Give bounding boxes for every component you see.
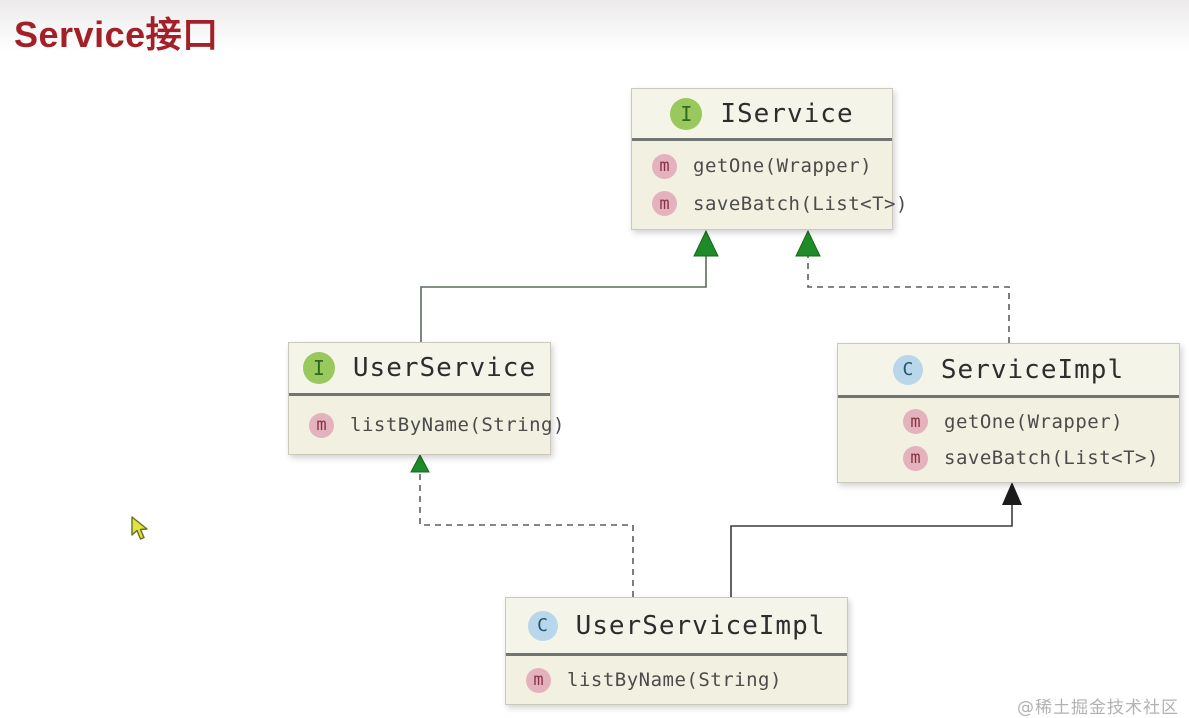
class-node-userservice-header[interactable]: I UserService (289, 343, 550, 396)
mouse-cursor-icon (129, 515, 151, 547)
class-icon: C (527, 610, 558, 641)
page-title: Service接口 (14, 14, 219, 55)
edge-userserviceimpl-extends-serviceimpl (730, 482, 1022, 597)
interface-icon: I (302, 352, 335, 384)
class-name: UserService (352, 353, 537, 383)
method-icon: m (652, 191, 677, 217)
method-icon: m (309, 412, 334, 438)
method-icon: m (903, 445, 928, 471)
method-icon: m (903, 409, 928, 435)
class-name: ServiceImpl (940, 354, 1125, 385)
method-signature: saveBatch(List<T>) (944, 447, 1159, 470)
method-row[interactable]: m saveBatch(List<T>) (632, 191, 907, 217)
title-band (0, 0, 1189, 52)
method-signature: saveBatch(List<T>) (693, 192, 908, 215)
class-node-iservice[interactable]: I IService m getOne(Wrapper) m saveBatch… (631, 88, 907, 230)
class-icon: C (892, 354, 923, 385)
class-node-iservice-header[interactable]: I IService (632, 89, 892, 141)
watermark: @稀土掘金技术社区 (1017, 698, 1179, 718)
method-row[interactable]: m getOne(Wrapper) (883, 409, 1179, 435)
edge-serviceimpl-implements-iservice (795, 229, 1010, 343)
class-node-userserviceimpl[interactable]: C UserServiceImpl m listByName(String) (505, 597, 848, 705)
class-node-serviceimpl[interactable]: C ServiceImpl m getOne(Wrapper) m saveBa… (837, 343, 1180, 483)
method-icon: m (526, 667, 551, 693)
method-signature: listByName(String) (350, 414, 565, 436)
class-name: UserServiceImpl (575, 610, 826, 641)
class-node-userserviceimpl-header[interactable]: C UserServiceImpl (506, 598, 847, 656)
method-row[interactable]: m listByName(String) (289, 412, 564, 438)
class-node-serviceimpl-header[interactable]: C ServiceImpl (838, 344, 1179, 398)
method-row[interactable]: m listByName(String) (506, 667, 847, 693)
method-signature: listByName(String) (567, 669, 782, 691)
method-row[interactable]: m saveBatch(List<T>) (883, 445, 1179, 471)
class-node-userservice[interactable]: I UserService m listByName(String) (288, 342, 564, 455)
edge-userservice-extends-iservice (420, 229, 719, 342)
method-icon: m (652, 153, 677, 179)
method-signature: getOne(Wrapper) (944, 410, 1124, 433)
interface-icon: I (670, 97, 703, 130)
method-signature: getOne(Wrapper) (693, 155, 873, 178)
edge-userserviceimpl-implements-userservice (410, 453, 634, 597)
method-row[interactable]: m getOne(Wrapper) (632, 153, 892, 179)
class-name: IService (720, 98, 854, 129)
